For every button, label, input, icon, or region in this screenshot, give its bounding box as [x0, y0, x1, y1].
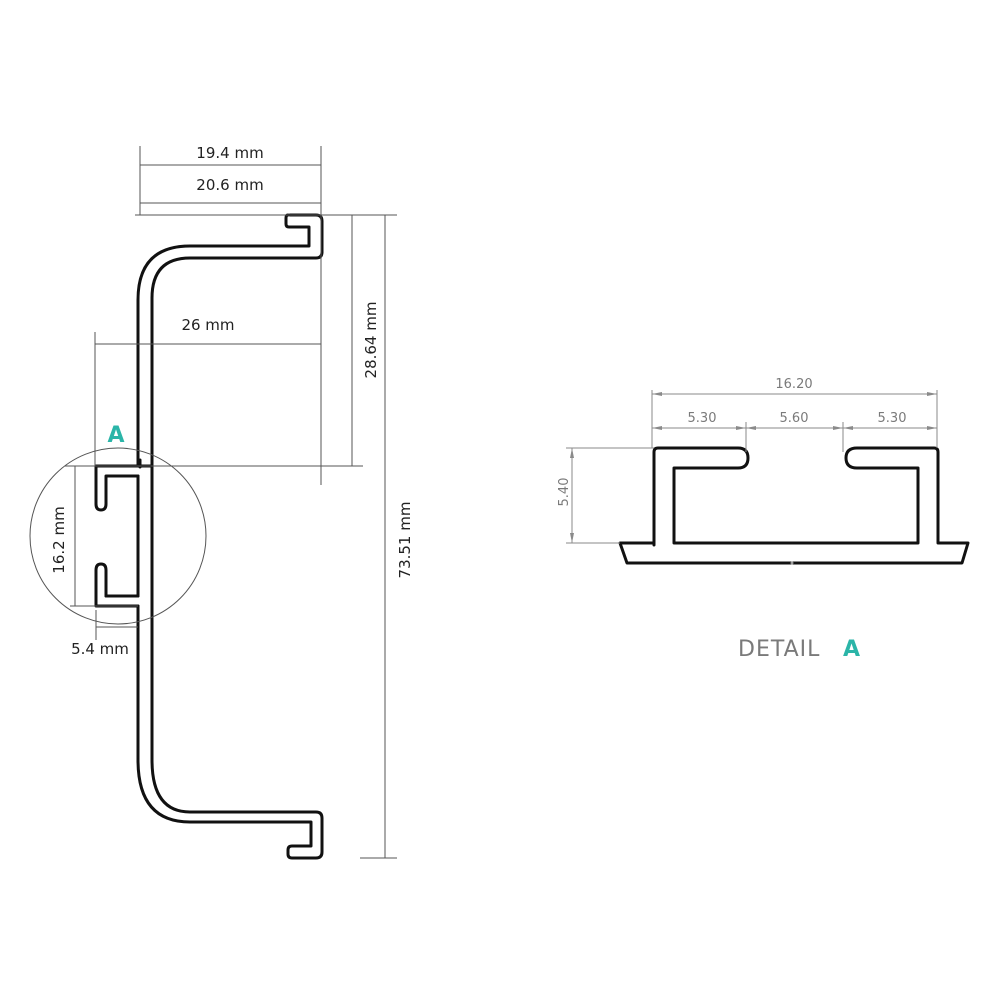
detail-a-caption: DETAIL A: [738, 637, 860, 662]
detail-title-marker: A: [843, 637, 860, 662]
dim-slot-depth: 5.4 mm: [71, 640, 129, 658]
detail-title: DETAIL: [738, 637, 820, 662]
main-dimension-labels: 19.4 mm 20.6 mm 26 mm 28.64 mm 73.51 mm …: [50, 144, 414, 658]
dim-height-total: 73.51 mm: [396, 502, 414, 579]
detail-dim-opening: 5.60: [780, 411, 809, 426]
detail-dim-overall-width: 16.20: [775, 377, 812, 392]
dim-slot-height: 16.2 mm: [50, 506, 68, 573]
dim-width-top-outer: 20.6 mm: [196, 176, 263, 194]
detail-a-circle: [29, 447, 207, 625]
detail-dim-right-lip: 5.30: [878, 411, 907, 426]
detail-a-dimension-lines: [566, 390, 938, 544]
dim-width-top-inner: 19.4 mm: [196, 144, 263, 162]
main-dimension-lines: [29, 146, 397, 859]
detail-a-dimension-labels: 16.20 5.30 5.60 5.30 5.40: [557, 377, 906, 506]
dim-depth-to-slot: 26 mm: [181, 316, 234, 334]
detail-dim-left-lip: 5.30: [688, 411, 717, 426]
detail-marker-a: A: [107, 423, 124, 448]
main-profile: [94, 213, 324, 860]
detail-a-profile: [618, 446, 970, 565]
detail-dim-height: 5.40: [557, 478, 572, 507]
dim-height-upper: 28.64 mm: [362, 302, 380, 379]
